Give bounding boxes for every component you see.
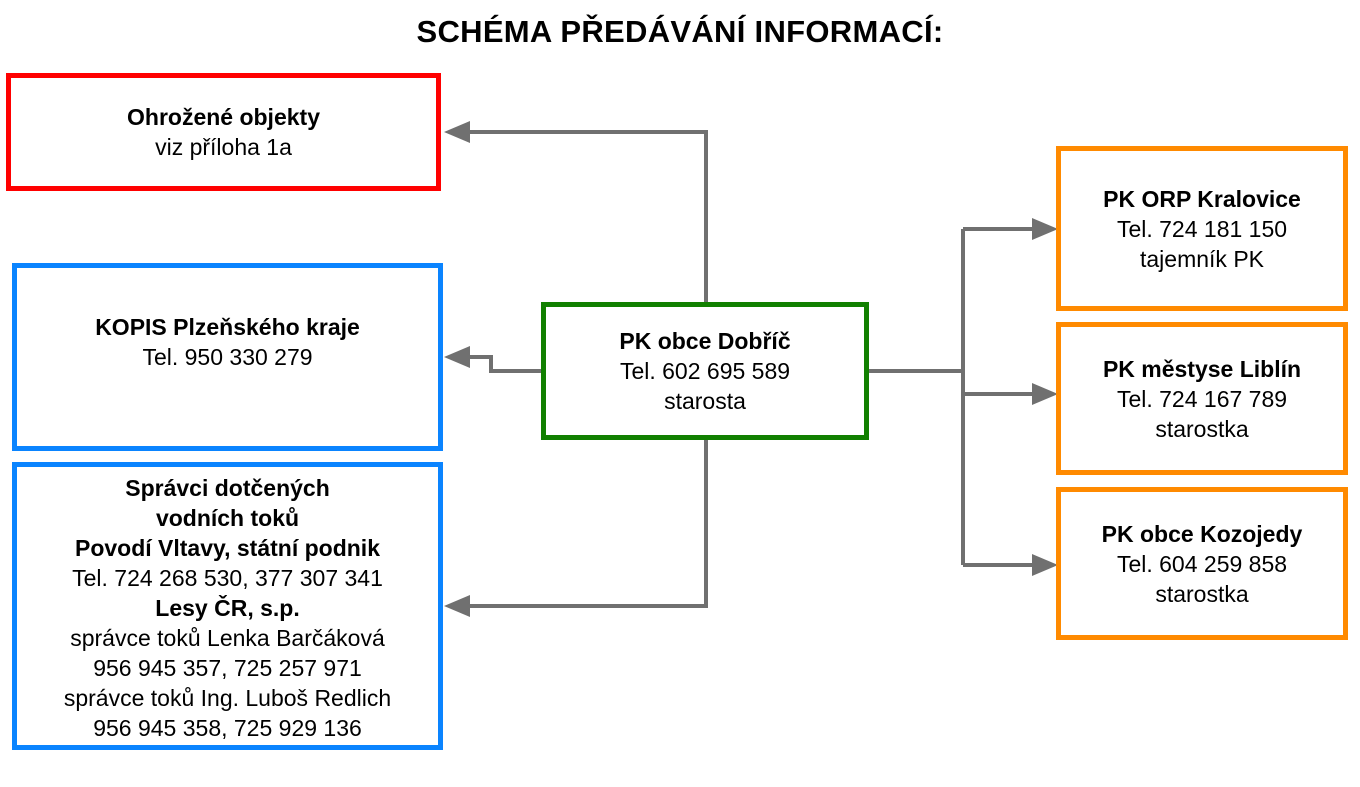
water-org-1: Povodí Vltavy, státní podnik	[74, 535, 380, 561]
orp-role: tajemník PK	[1140, 245, 1264, 272]
arrow-orp	[1032, 218, 1058, 240]
water-managers-box: Správci dotčených vodních toků Povodí Vl…	[12, 462, 443, 750]
kozojedy-phone: Tel. 604 259 858	[1116, 550, 1288, 577]
connector-endangered	[468, 130, 708, 304]
center-phone: Tel. 602 695 589	[619, 358, 791, 384]
arrow-kopis	[444, 346, 470, 368]
kozojedy-role: starostka	[1155, 580, 1249, 607]
arrow-water	[444, 595, 470, 617]
kopis-box: KOPIS Plzeňského kraje Tel. 950 330 279	[12, 263, 443, 451]
diagram-title: SCHÉMA PŘEDÁVÁNÍ INFORMACÍ:	[416, 14, 944, 49]
center-title: PK obce Dobříč	[619, 328, 791, 354]
orp-box: PK ORP Kralovice Tel. 724 181 150 tajemn…	[1056, 146, 1348, 311]
arrow-endangered	[444, 121, 470, 143]
water-heading-1: Správci dotčených	[125, 475, 330, 501]
arrow-liblin	[1032, 383, 1058, 405]
water-org-2: Lesy ČR, s.p.	[155, 595, 300, 621]
liblin-box: PK městyse Liblín Tel. 724 167 789 staro…	[1056, 322, 1348, 475]
water-org-1-phone: Tel. 724 268 530, 377 307 341	[72, 565, 383, 591]
water-manager-1-phone: 956 945 357, 725 257 971	[93, 655, 362, 681]
water-manager-1: správce toků Lenka Barčáková	[70, 625, 385, 651]
connector-water	[468, 438, 708, 608]
endangered-objects-note: viz příloha 1a	[155, 134, 292, 160]
kozojedy-title: PK obce Kozojedy	[1101, 520, 1303, 547]
center-role: starosta	[664, 388, 746, 414]
center-box: PK obce Dobříč Tel. 602 695 589 starosta	[541, 302, 869, 440]
water-heading-2: vodních toků	[155, 505, 300, 531]
kopis-title: KOPIS Plzeňského kraje	[95, 314, 360, 340]
orp-phone: Tel. 724 181 150	[1116, 215, 1288, 242]
water-manager-2: správce toků Ing. Luboš Redlich	[63, 685, 392, 711]
liblin-title: PK městyse Liblín	[1102, 355, 1302, 382]
liblin-phone: Tel. 724 167 789	[1116, 385, 1288, 412]
arrow-kozojedy	[1032, 554, 1058, 576]
orp-title: PK ORP Kralovice	[1103, 185, 1301, 212]
kozojedy-box: PK obce Kozojedy Tel. 604 259 858 staros…	[1056, 487, 1348, 640]
kopis-phone: Tel. 950 330 279	[142, 344, 313, 370]
endangered-objects-box: Ohrožené objekty viz příloha 1a	[6, 73, 441, 191]
connector-kopis	[468, 355, 543, 373]
water-manager-2-phone: 956 945 358, 725 929 136	[93, 715, 362, 741]
endangered-objects-title: Ohrožené objekty	[127, 104, 320, 130]
liblin-role: starostka	[1155, 415, 1249, 442]
